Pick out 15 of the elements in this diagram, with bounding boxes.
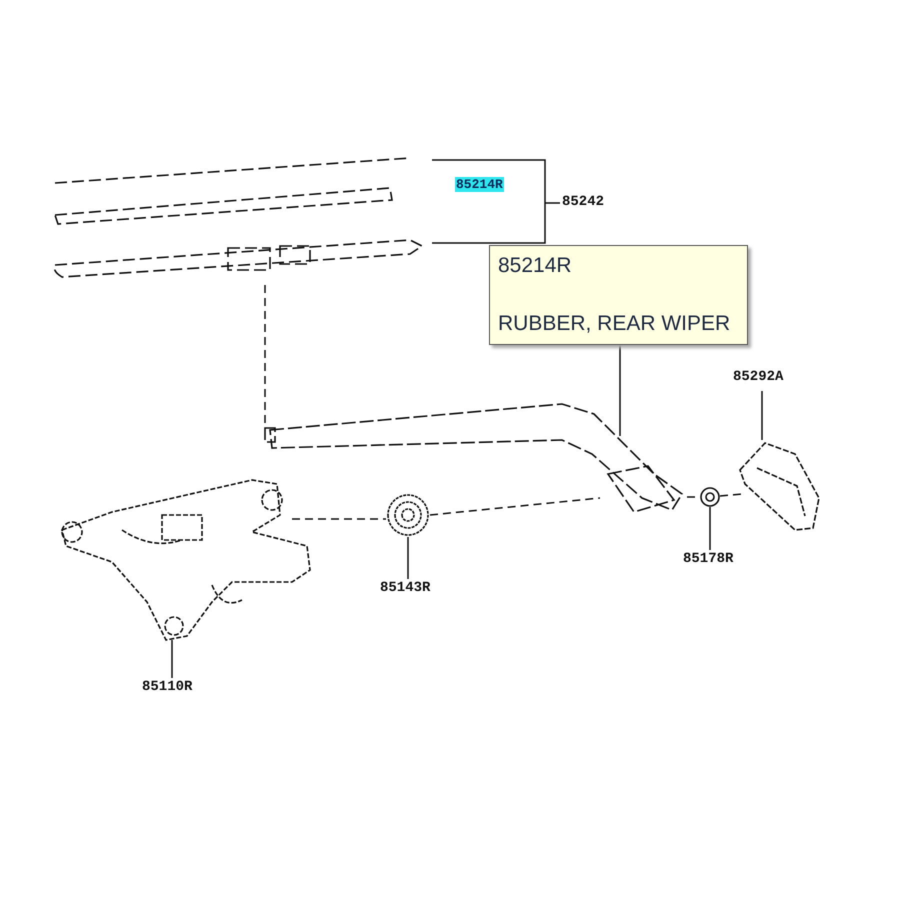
assembly-line <box>292 518 386 520</box>
leader-line <box>431 159 561 244</box>
tooltip-box <box>489 245 748 345</box>
highlighted-part-number: 85214R <box>455 177 504 192</box>
leader-line <box>407 537 409 579</box>
assembly-line <box>720 493 742 497</box>
nut-drawing <box>700 487 720 507</box>
leader-line <box>171 640 173 678</box>
grommet-drawing <box>386 493 430 537</box>
leader-line <box>761 391 763 440</box>
assembly-line <box>430 497 600 516</box>
leader-line <box>619 345 621 436</box>
part-number: 85214R <box>498 254 572 278</box>
part-name: RUBBER, REAR WIPER <box>498 312 730 336</box>
leader-line <box>709 507 711 550</box>
